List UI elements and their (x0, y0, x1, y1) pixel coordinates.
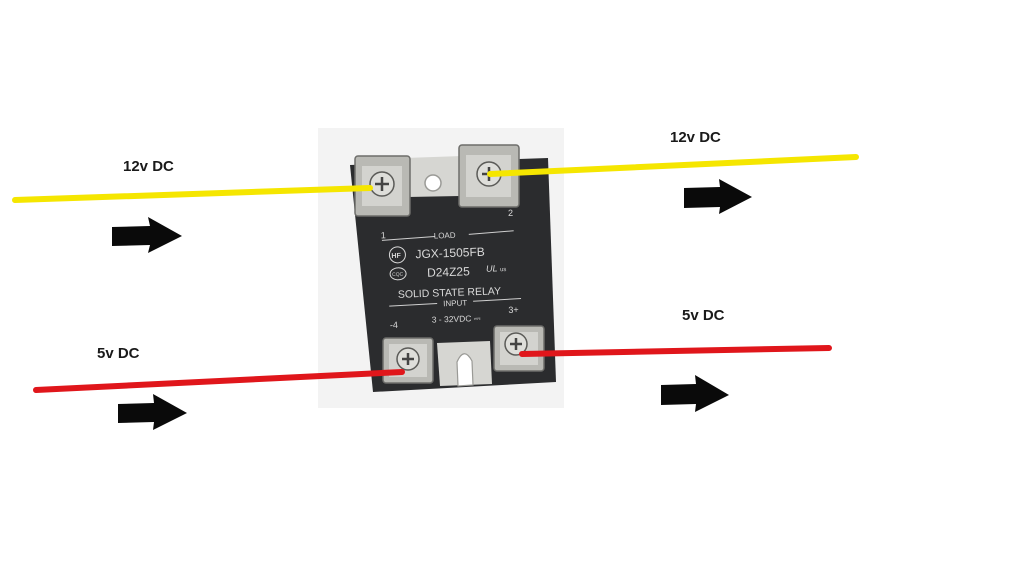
ul-mark-text: UL (486, 263, 498, 273)
terminal-minus-label: -4 (390, 320, 398, 330)
input-range: 3 - 32VDC ⎓ (432, 313, 481, 325)
load-bracket-right (468, 230, 514, 235)
terminal-4 (382, 337, 434, 384)
load-label: LOAD (434, 231, 456, 241)
arrow-right-icon (118, 394, 187, 430)
arrow-right-icon (684, 179, 752, 214)
arrow-right-icon (661, 375, 729, 412)
relay-model: JGX-1505FB (415, 245, 485, 261)
hf-logo-icon (388, 246, 406, 264)
wire-5v-right (519, 345, 832, 357)
us-mark-text: us (500, 267, 507, 273)
wire-label-5v-right: 5v DC (682, 307, 725, 324)
hf-logo-text: HF (391, 253, 401, 260)
mounting-slot-bottom (456, 353, 474, 387)
terminal-1-label: 1 (381, 230, 386, 240)
mounting-hole-top (424, 174, 442, 192)
wire-12v-left (12, 185, 373, 203)
input-bracket-left (389, 302, 438, 307)
wire-label-12v-right: 12v DC (670, 129, 721, 146)
relay-code: D24Z25 (427, 264, 470, 279)
solid-state-relay: 1 2 LOAD HF JGX-1505FB CQC D24Z25 UL us … (350, 144, 556, 392)
terminal-1 (354, 155, 411, 217)
wire-12v-right (487, 154, 859, 177)
wire-5v-left (33, 369, 405, 393)
terminal-2-label: 2 (508, 208, 513, 218)
wire-label-5v-left: 5v DC (97, 345, 140, 362)
terminal-3 (493, 325, 545, 372)
cqc-mark-text: CQC (392, 272, 404, 278)
input-label: INPUT (443, 298, 467, 308)
relay-type: SOLID STATE RELAY (398, 285, 502, 301)
input-bracket-right (473, 298, 522, 302)
cqc-mark-icon (389, 267, 407, 281)
load-bracket-left (381, 236, 435, 241)
wire-label-12v-left: 12v DC (123, 158, 174, 175)
terminal-plus-label: 3+ (508, 305, 519, 315)
arrow-right-icon (112, 217, 182, 253)
